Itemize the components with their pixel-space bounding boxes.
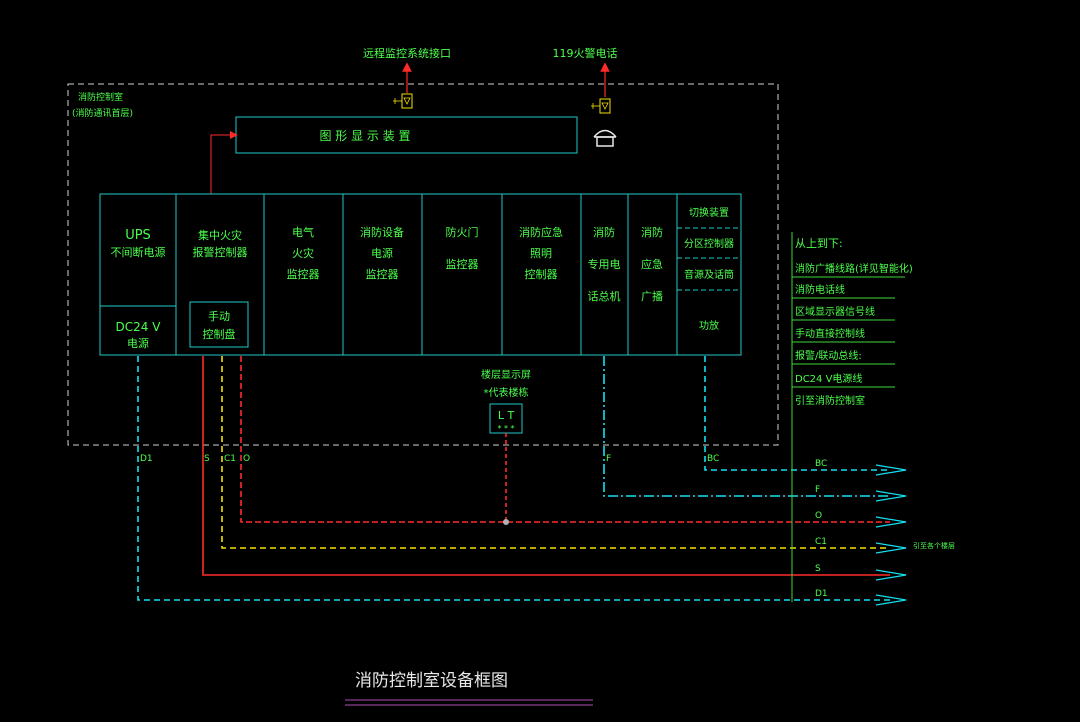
graphic-display-label: 图 形 显 示 装 置 [319,129,410,143]
legend-item-bus: 报警/联动总线: [795,349,862,362]
lighting-controller-line2: 照明 [530,247,552,260]
fire-alarm-phone-label: 119火警电话 [553,46,618,60]
legend-item-manual: 手动直接控制线 [795,327,865,340]
manual-panel-line1: 手动 [208,309,230,323]
phone-exchange-line1: 消防 [593,225,615,239]
phone-exchange-line3: 话总机 [588,289,621,303]
telephone-icon [593,129,617,147]
legend-item-phone: 消防电话线 [795,283,845,296]
fire-door-monitor-line1: 防火门 [446,225,479,239]
zone-controller-label: 分区控制器 [684,237,734,250]
right-label-bc: BC [815,459,827,469]
legend-item-dc24: DC24 V电源线 [795,372,862,385]
right-label-f: F [815,485,820,495]
wire-c1 [221,356,890,549]
junction-dot [503,519,509,525]
right-label-c1: C1 [815,537,827,547]
emergency-broadcast-line3: 广播 [641,289,663,303]
power-monitor-line2: 电源 [371,246,393,260]
diagram-title: 消防控制室设备框图 [355,671,508,691]
line-arrows [875,464,907,606]
electric-monitor-line2: 火灾 [292,246,314,260]
wire-code-f: F [606,454,611,464]
destination-label: 引至各个楼层 [913,541,955,550]
cabinet-dividers [100,194,678,355]
wire-bc [704,356,890,471]
emergency-broadcast-line2: 应急 [641,257,663,271]
floor-display-code: L T [498,409,515,422]
wire-f [603,356,890,497]
dc24-label: DC24 V [116,320,162,334]
legend-item-zone-display: 区域显示器信号线 [795,305,875,318]
remote-interface-icon [393,93,413,109]
room-label-line2: (消防通讯首层) [72,107,133,119]
audio-source-label: 音源及话筒 [684,268,734,281]
legend-item-destination: 引至消防控制室 [795,394,865,407]
lighting-controller-line3: 控制器 [525,267,558,281]
wire-code-bc: BC [707,454,719,464]
legend-underlines [792,276,905,388]
wire-code-c1: C1 [224,454,236,464]
amplifier-label: 功放 [699,319,719,332]
ups-label: UPS [125,228,151,243]
alarm-controller-line2: 报警控制器 [193,245,248,259]
phone-exchange-line2: 专用电 [588,257,621,271]
control-room-boundary [67,83,779,446]
alarm-controller-line1: 集中火灾 [198,228,242,242]
right-label-d1: D1 [815,589,828,599]
legend-title: 从上到下: [795,237,843,250]
emergency-broadcast-line1: 消防 [641,225,663,239]
wire-code-s: S [204,454,210,464]
wiring [137,356,890,601]
wire-o [240,356,890,523]
ups-sublabel: 不间断电源 [111,245,166,259]
remote-monitor-label: 远程监控系统接口 [363,46,451,60]
wire-code-d1: D1 [140,454,153,464]
right-label-s: S [815,564,821,574]
dc24-sublabel: 电源 [127,336,149,350]
equipment-cabinet [99,193,742,356]
floor-display-stars: * * * [497,424,514,433]
manual-panel-line2: 控制盘 [203,327,236,341]
wire-s [202,356,890,576]
floor-display-line1: 楼层显示屏 [481,368,531,381]
power-monitor-line3: 监控器 [366,267,399,281]
display-feed-line [210,131,238,194]
wire-d1 [137,356,890,601]
electric-monitor-line3: 监控器 [287,267,320,281]
right-label-o: O [815,511,822,521]
lighting-controller-line1: 消防应急 [519,225,563,239]
floor-display-line2: *代表楼栋 [484,386,529,399]
legend-item-broadcast: 消防广播线路(详见智能化) [795,262,913,275]
broadcast-dividers [677,227,741,291]
electric-monitor-line1: 电气 [292,225,314,239]
manual-control-panel-box [189,301,249,348]
switch-device-label: 切换装置 [689,206,729,219]
power-monitor-line1: 消防设备 [360,225,404,239]
room-label-line1: 消防控制室 [78,91,123,103]
fire-door-monitor-line2: 监控器 [446,257,479,271]
phone-interface-icon [591,98,611,114]
wire-code-o: O [243,454,250,464]
